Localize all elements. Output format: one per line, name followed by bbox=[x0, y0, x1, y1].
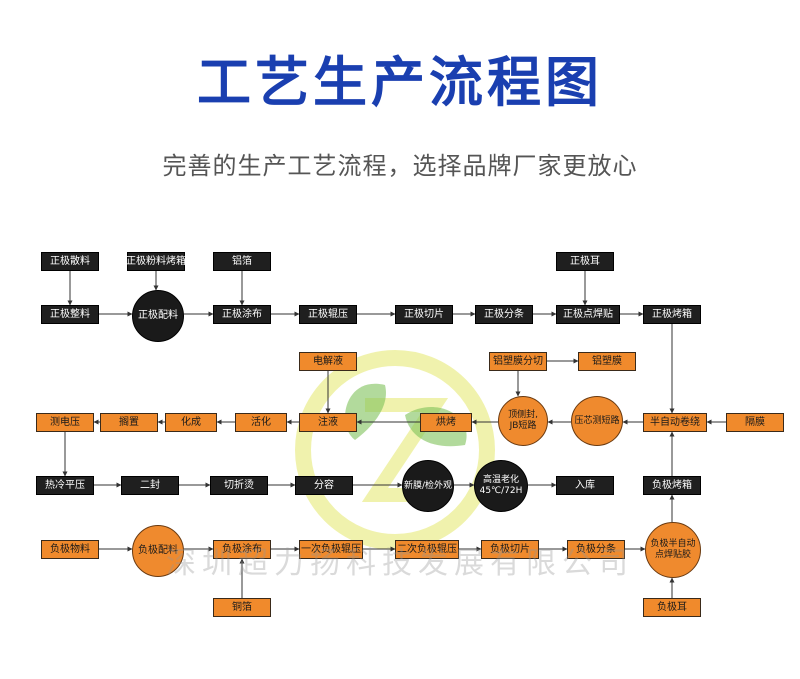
node-negative-mixing: 负极配料 bbox=[132, 525, 184, 577]
node-negative-rolling-1: 一次负极辊压 bbox=[299, 540, 363, 559]
page-title: 工艺生产流程图 bbox=[197, 51, 603, 114]
node-al-film-cutting: 铝塑膜分切 bbox=[489, 352, 547, 371]
node-injection: 注液 bbox=[299, 413, 357, 432]
node-activation: 活化 bbox=[235, 413, 287, 432]
page-subtitle: 完善的生产工艺流程，选择品牌厂家更放心 bbox=[162, 152, 638, 180]
node-negative-tab: 负极耳 bbox=[643, 598, 701, 617]
node-al-film: 铝塑膜 bbox=[578, 352, 636, 371]
node-negative-rolling-2: 二次负极辊压 bbox=[395, 540, 459, 559]
node-separator: 隔膜 bbox=[726, 413, 784, 432]
node-voltage-test: 测电压 bbox=[36, 413, 94, 432]
node-negative-oven: 负极烤箱 bbox=[643, 476, 701, 495]
node-high-temp-aging: 高温老化 45℃/72H bbox=[474, 460, 528, 512]
node-formation: 化成 bbox=[165, 413, 217, 432]
node-positive-powder-oven: 正极粉料烤箱 bbox=[126, 252, 186, 271]
node-positive-rolling: 正极辊压 bbox=[299, 305, 357, 324]
node-semi-auto-winding: 半自动卷绕 bbox=[643, 413, 707, 432]
node-positive-coating: 正极涂布 bbox=[213, 305, 271, 324]
node-positive-welding: 正极点焊贴 bbox=[556, 305, 620, 324]
node-negative-cutting: 负极切片 bbox=[481, 540, 539, 559]
node-positive-oven: 正极烤箱 bbox=[643, 305, 701, 324]
node-positive-mixing: 正极配料 bbox=[132, 290, 184, 342]
node-positive-material: 正极整料 bbox=[41, 305, 99, 324]
node-shelving: 搁置 bbox=[100, 413, 158, 432]
node-hot-cold-press: 热冷平压 bbox=[36, 476, 94, 495]
node-baking: 烘烤 bbox=[420, 413, 472, 432]
node-electrolyte: 电解液 bbox=[299, 352, 357, 371]
node-copper-foil: 铜箔 bbox=[213, 598, 271, 617]
node-top-side-seal: 顶侧封, JB短路 bbox=[498, 396, 548, 446]
node-positive-slitting: 正极分条 bbox=[475, 305, 533, 324]
node-negative-coating: 负极涂布 bbox=[213, 540, 271, 559]
node-new-film-inspection: 新膜/检外观 bbox=[402, 460, 454, 512]
node-second-seal: 二封 bbox=[121, 476, 179, 495]
node-negative-slitting: 负极分条 bbox=[567, 540, 625, 559]
node-positive-tab: 正极耳 bbox=[556, 252, 614, 271]
node-positive-powder: 正极散料 bbox=[41, 252, 99, 271]
node-aluminum-foil: 铝箔 bbox=[213, 252, 271, 271]
node-warehouse: 入库 bbox=[556, 476, 614, 495]
node-core-press-short-test: 压芯测短路 bbox=[571, 396, 623, 446]
node-negative-semi-auto-weld: 负极半自动 点焊贴胶 bbox=[645, 522, 701, 578]
node-negative-material: 负极物料 bbox=[41, 540, 99, 559]
node-capacity-grading: 分容 bbox=[295, 476, 353, 495]
node-positive-cutting: 正极切片 bbox=[395, 305, 453, 324]
node-cut-fold-iron: 切折烫 bbox=[210, 476, 268, 495]
